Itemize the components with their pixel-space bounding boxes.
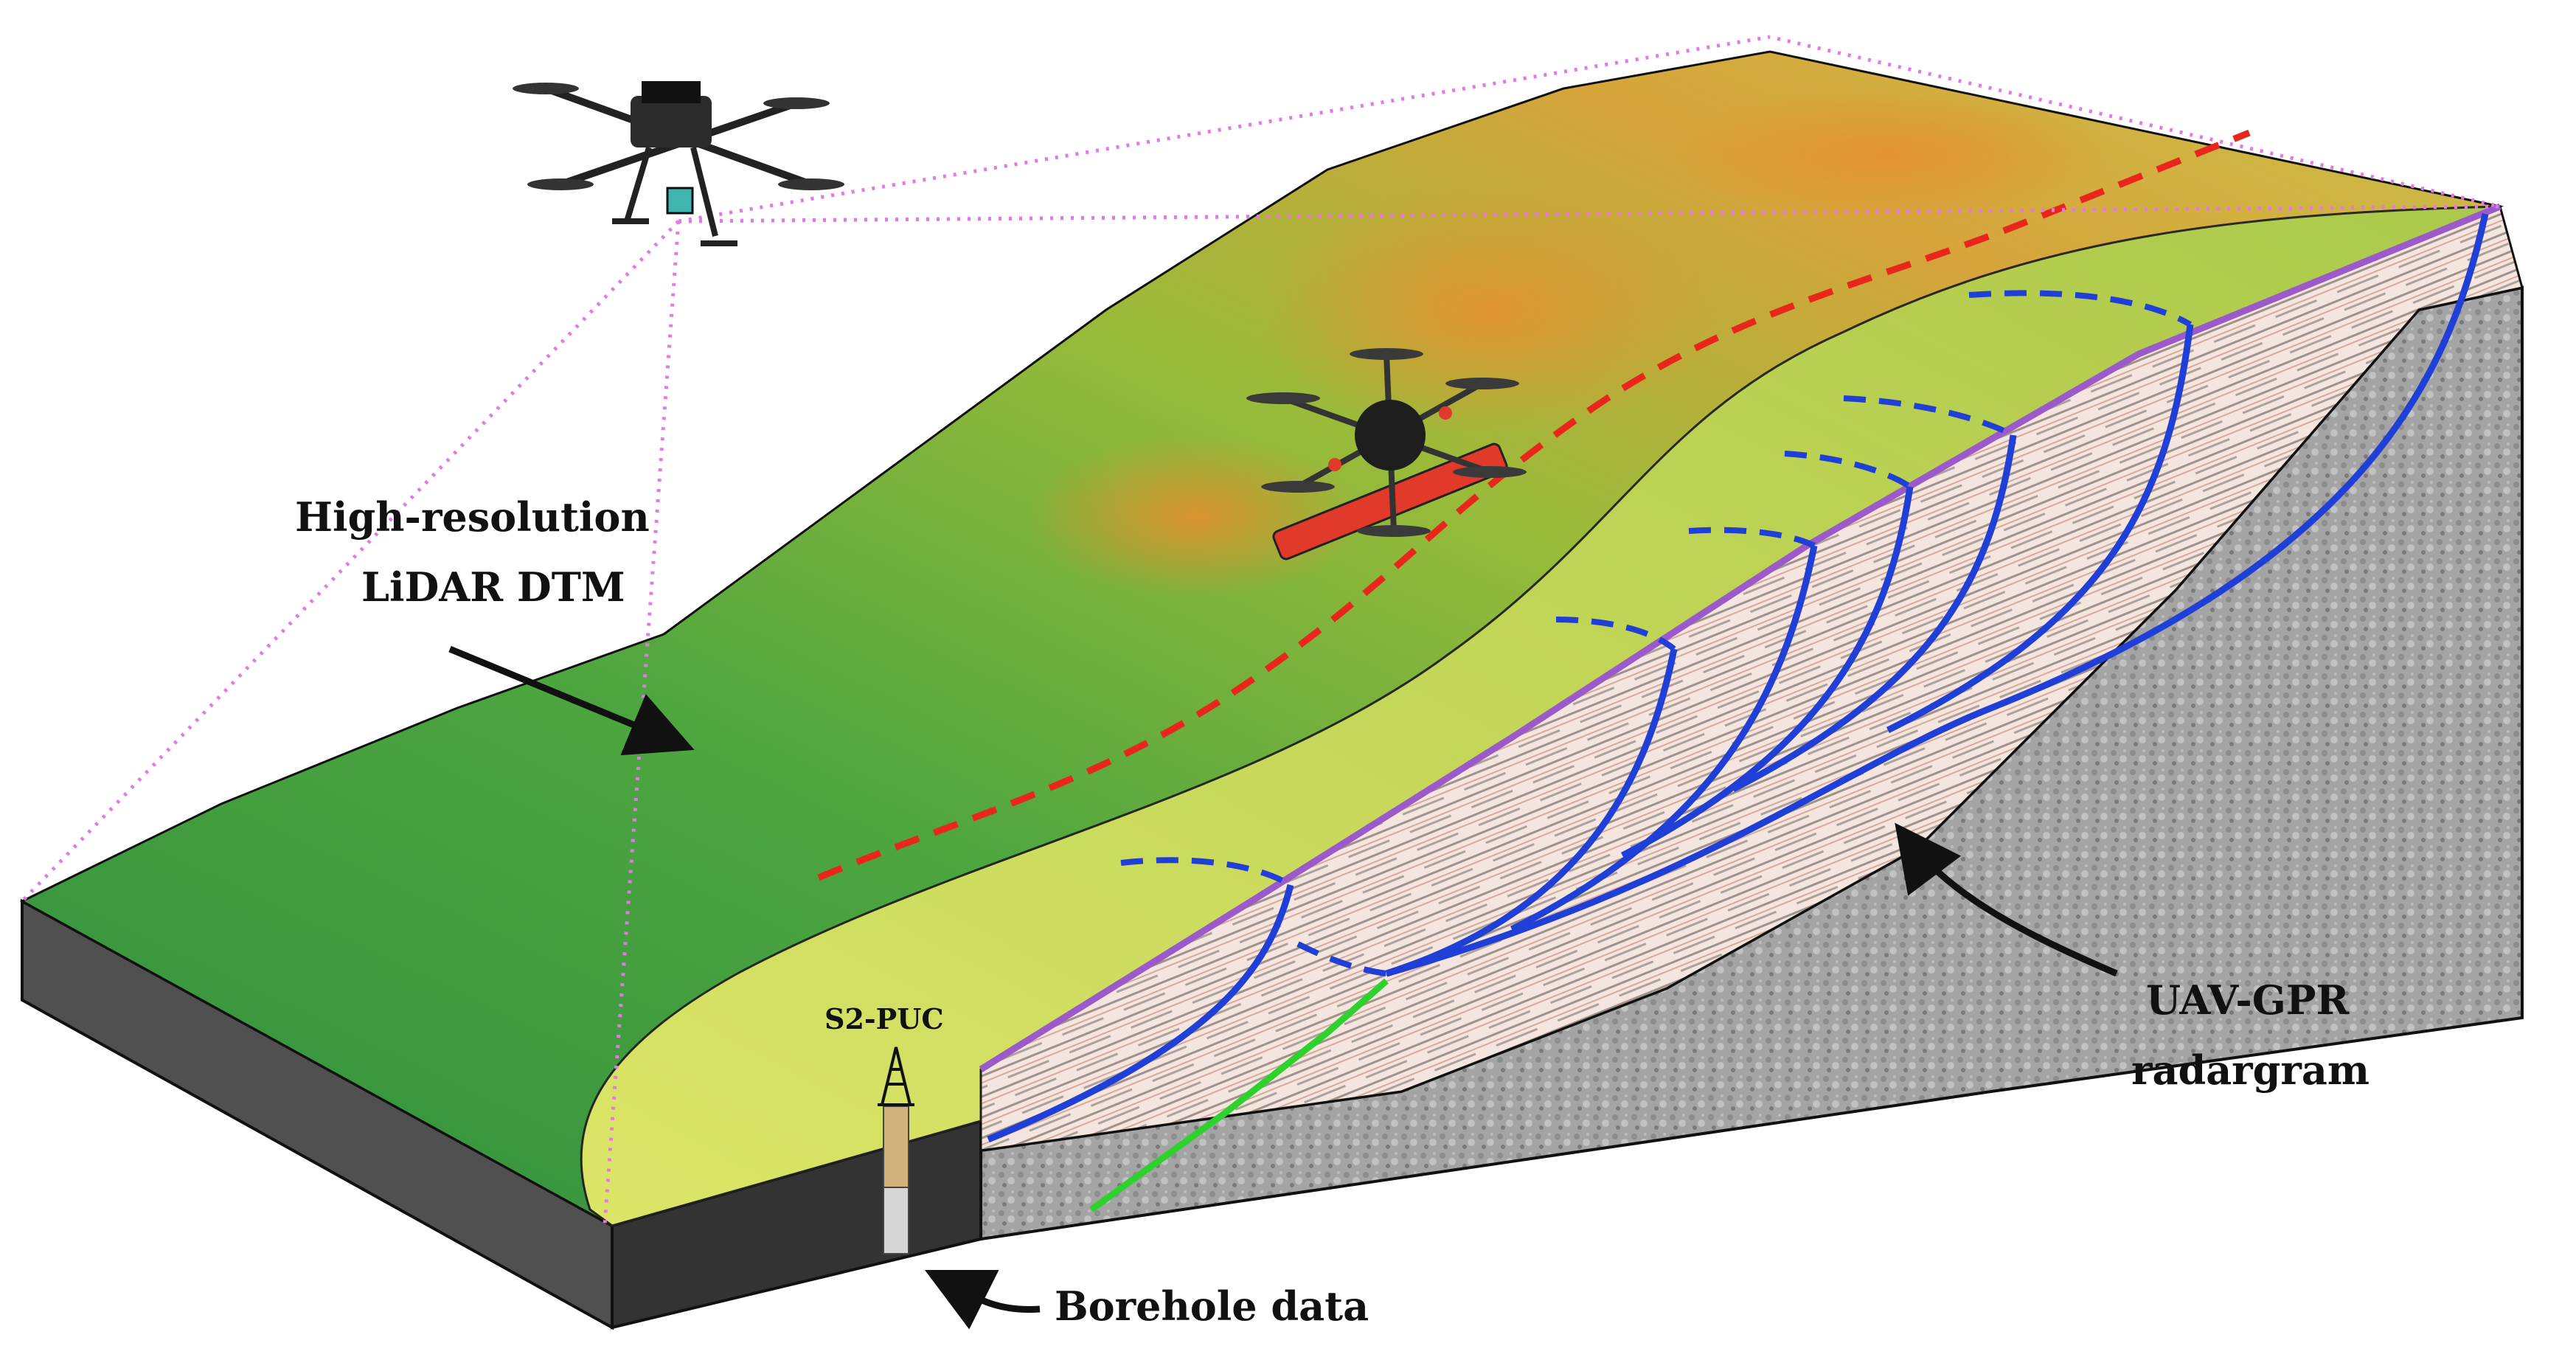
hexacopter-gpr-icon (1246, 348, 1527, 560)
quadcopter-lidar-icon (513, 81, 844, 246)
borehole (878, 1047, 914, 1254)
failure-surface-2 (1385, 648, 1678, 977)
gpr-pointer-arrow (1895, 822, 2118, 977)
lidar-scan-beams (21, 35, 2501, 1225)
failure-extension-4 (1784, 451, 1912, 490)
gpr-label-line2: radargram (2131, 1047, 2370, 1094)
lidar-pointer-arrow (448, 645, 695, 756)
failure-extension-6 (1968, 290, 2193, 327)
failure-surface-extensions (1120, 290, 2193, 976)
failure-surface-1 (987, 884, 1294, 1143)
terrain-orange-patch-2 (1025, 435, 1364, 597)
borehole-pointer-arrow (924, 1269, 1041, 1330)
failure-surface-4 (1620, 486, 1914, 858)
terrain-orange-patch-3 (1667, 88, 2109, 221)
gpr-label-line1: UAV-GPR (2146, 976, 2350, 1024)
lidar-label-line2: LiDAR DTM (361, 563, 625, 611)
terrain-orange-patch-1 (1254, 184, 1726, 435)
failure-surfaces (987, 213, 2489, 1143)
drill-rig-icon (878, 1047, 914, 1106)
failure-surface-3 (1510, 545, 1818, 933)
failure-extension-2 (1555, 617, 1676, 652)
failure-extension-7 (1296, 941, 1387, 976)
landslide-crown-dashed-line (817, 129, 2251, 881)
borehole-caption-label: Borehole data (1055, 1283, 1369, 1330)
failure-extension-1 (1120, 857, 1293, 888)
borehole-id-label: S2-PUC (824, 1002, 944, 1035)
failure-extension-5 (1843, 395, 2015, 438)
failure-surface-5 (1731, 434, 2017, 792)
failure-surface-6 (1886, 324, 2194, 734)
failure-extension-3 (1688, 527, 1816, 549)
basal-layer-line (1089, 978, 1389, 1212)
borehole-column-upper (883, 1106, 909, 1188)
lidar-label-line1: High-resolution (295, 493, 650, 541)
scan-beam-left (21, 220, 680, 903)
borehole-column-lower (883, 1187, 909, 1254)
failure-surface-7 (1385, 213, 2489, 977)
scan-beam-bottom (603, 221, 681, 1225)
